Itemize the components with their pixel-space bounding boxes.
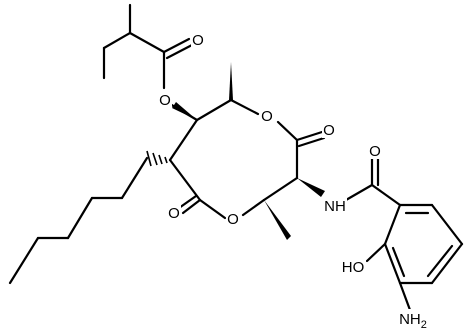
double-bond: [165, 43, 194, 60]
bond: [276, 120, 299, 142]
atom-labels: O O O O O O O NH HO NH2: [158, 30, 431, 331]
bond: [198, 198, 227, 220]
hashed-bond: [146, 150, 168, 167]
bond: [195, 98, 233, 122]
atom-o-amide: O: [369, 143, 381, 160]
atom-o-ring-bottom: O: [227, 211, 239, 228]
dilactone-ring: [168, 62, 326, 240]
aminohydroxybenzamide: [297, 155, 464, 312]
bond: [262, 176, 299, 202]
bond: [370, 183, 402, 207]
bond: [383, 242, 402, 285]
bond: [241, 198, 266, 217]
atom-o-ester-carbonyl: O: [192, 32, 204, 49]
bond: [168, 158, 202, 202]
aromatic-double-bond: [426, 244, 454, 278]
ester-side-chain: [102, 3, 199, 122]
bond: [66, 196, 94, 240]
atom-o-ester-link: O: [159, 92, 171, 109]
atom-o-lactone-top: O: [323, 122, 335, 139]
hexyl-chain: [8, 150, 168, 285]
atom-nh-amide: NH: [324, 198, 346, 215]
bond: [398, 281, 412, 312]
double-bond: [162, 37, 191, 54]
wedge-bond: [264, 200, 291, 240]
bond: [430, 203, 464, 246]
bond: [229, 98, 260, 116]
double-bond: [177, 194, 198, 210]
atom-o-lactone-bottom: O: [168, 205, 180, 222]
double-bond: [181, 198, 202, 215]
bond: [8, 236, 40, 285]
bond: [120, 156, 149, 200]
bond: [168, 118, 199, 162]
bond: [128, 31, 166, 54]
atom-nh2-amine: NH2: [399, 311, 427, 331]
wedge-bond: [172, 102, 197, 120]
wedge-bond: [229, 62, 233, 100]
double-bond: [295, 130, 324, 142]
bond: [383, 203, 402, 246]
double-bond: [297, 136, 326, 148]
bond: [430, 242, 464, 285]
bond: [102, 31, 132, 50]
bond: [344, 183, 374, 202]
wedge-bond: [297, 178, 325, 197]
aromatic-double-bond: [391, 246, 406, 278]
atom-o-ring-top: O: [261, 108, 273, 125]
atom-ho-phenol: HO: [342, 259, 365, 276]
bond: [365, 242, 387, 263]
